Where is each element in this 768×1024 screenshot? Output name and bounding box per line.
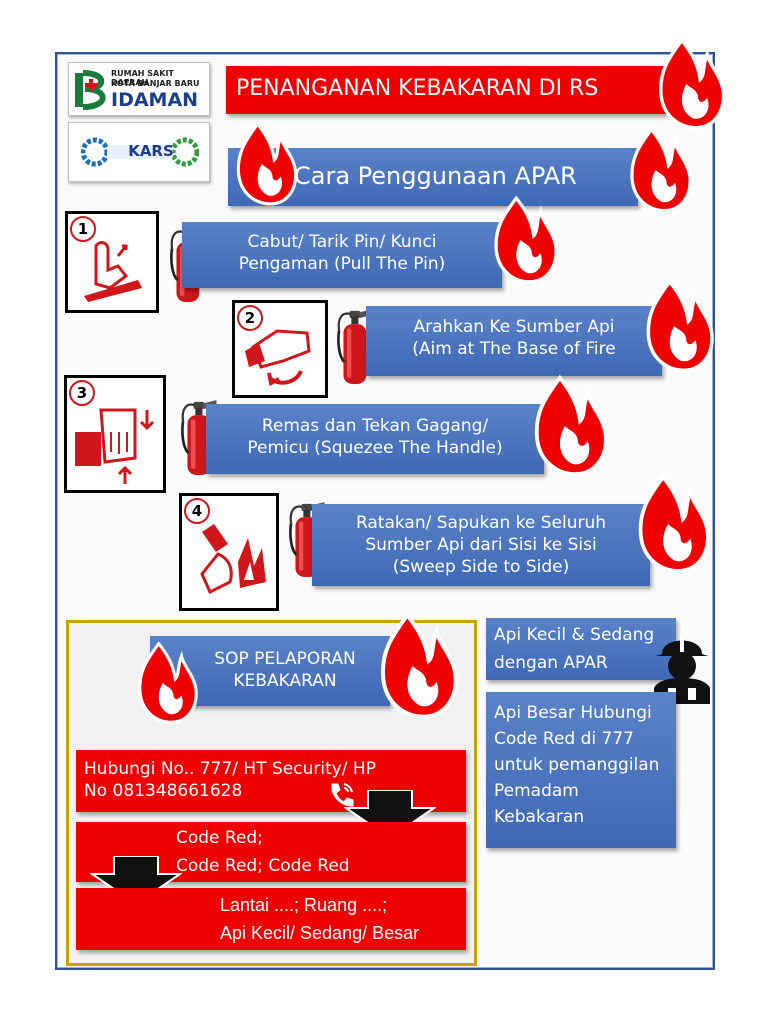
phone-icon	[331, 783, 354, 807]
logo-text-2: KOTA BANJAR BARU	[111, 79, 200, 88]
squeeze-handle-icon	[75, 408, 155, 484]
step-1-banner: Cabut/ Tarik Pin/ Kunci Pengaman (Pull T…	[182, 222, 502, 288]
logo2-text: KARS	[128, 142, 174, 160]
step-3-line-1: Remas dan Tekan Gagang/	[261, 416, 489, 436]
gear-icon	[81, 137, 199, 167]
step-3-image: 3	[64, 375, 166, 493]
big-fire-box: Api Besar Hubungi Code Red di 777 untuk …	[486, 692, 676, 848]
code-line-2: Code Red; Code Red	[176, 856, 350, 876]
logo-text-1: RUMAH SAKIT DAERAH	[111, 69, 174, 87]
step-4-banner: Ratakan/ Sapukan ke Seluruh Sumber Api d…	[312, 504, 650, 586]
accreditation-logo: KARS	[68, 122, 210, 182]
hospital-logo: RUMAH SAKIT DAERAH KOTA BANJAR BARU IDAM…	[68, 62, 210, 116]
code-line-1: Code Red;	[176, 828, 263, 848]
step-3-number: 3	[69, 380, 95, 406]
pull-pin-icon	[84, 241, 142, 302]
step-2-line-2: (Aim at The Base of Fire	[412, 339, 616, 359]
call-line-1: Hubungi No.. 777/ HT Security/ HP	[84, 759, 376, 779]
call-line-2: No 081348661628	[84, 781, 243, 801]
step-4-line-2: Sumber Api dari Sisi ke Sisi	[365, 535, 597, 555]
sop-title-line-1: SOP PELAPORAN	[214, 649, 356, 669]
step-2-line-1: Arahkan Ke Sumber Api	[413, 317, 615, 337]
sweep-nozzle-icon	[200, 524, 266, 595]
main-title-banner: PENANGANAN KEBAKARAN DI RS	[226, 66, 666, 114]
step-3-banner: Remas dan Tekan Gagang/ Pemicu (Squezee …	[206, 404, 544, 474]
flame-icon	[234, 122, 298, 206]
step-3-line-2: Pemicu (Squezee The Handle)	[247, 438, 503, 458]
small-fire-line-1: Api Kecil & Sedang	[494, 625, 655, 645]
small-fire-box: Api Kecil & Sedang dengan APAR	[486, 618, 676, 680]
main-title: PENANGANAN KEBAKARAN DI RS	[236, 76, 599, 101]
location-box: Lantai ....; Ruang ....; Api Kecil/ Seda…	[76, 888, 466, 950]
step-2-number: 2	[237, 305, 263, 331]
flame-icon	[136, 638, 198, 728]
step-1-line-2: Pengaman (Pull The Pin)	[238, 254, 446, 274]
step-2-banner: Arahkan Ke Sumber Api (Aim at The Base o…	[366, 306, 662, 376]
flame-icon	[492, 192, 558, 288]
flame-icon	[628, 124, 692, 216]
apar-heading: Cara Penggunaan APAR	[294, 162, 577, 190]
step-1-number: 1	[70, 216, 96, 242]
step-1-line-1: Cabut/ Tarik Pin/ Kunci	[247, 232, 437, 252]
aim-nozzle-icon	[245, 329, 311, 386]
flame-icon	[644, 274, 714, 378]
logo-brand: IDAMAN	[111, 89, 199, 111]
step-2-image: 2	[232, 300, 328, 398]
location-line-2: Api Kecil/ Sedang/ Besar	[220, 923, 420, 943]
big-fire-line-3: untuk pemanggilan	[494, 755, 660, 775]
hospital-cross-icon	[75, 70, 106, 110]
step-4-number: 4	[184, 498, 210, 524]
flame-icon	[378, 604, 458, 728]
flame-icon	[636, 466, 710, 582]
big-fire-line-4: Pemadam	[494, 781, 579, 801]
big-fire-line-2: Code Red di 777	[494, 729, 634, 749]
location-line-1: Lantai ....; Ruang ....;	[220, 895, 388, 915]
step-4-line-3: (Sweep Side to Side)	[392, 557, 570, 577]
small-fire-line-2: dengan APAR	[494, 653, 608, 673]
big-fire-line-1: Api Besar Hubungi	[494, 703, 652, 723]
sop-title-line-2: KEBAKARAN	[233, 671, 337, 691]
step-4-line-1: Ratakan/ Sapukan ke Seluruh	[355, 513, 607, 533]
step-4-image: 4	[179, 493, 279, 611]
flame-icon	[654, 38, 728, 130]
step-1-image: 1	[65, 211, 159, 313]
call-instruction-box: Hubungi No.. 777/ HT Security/ HP No 081…	[76, 750, 466, 812]
big-fire-line-5: Kebakaran	[494, 807, 585, 827]
flame-icon	[532, 370, 608, 482]
